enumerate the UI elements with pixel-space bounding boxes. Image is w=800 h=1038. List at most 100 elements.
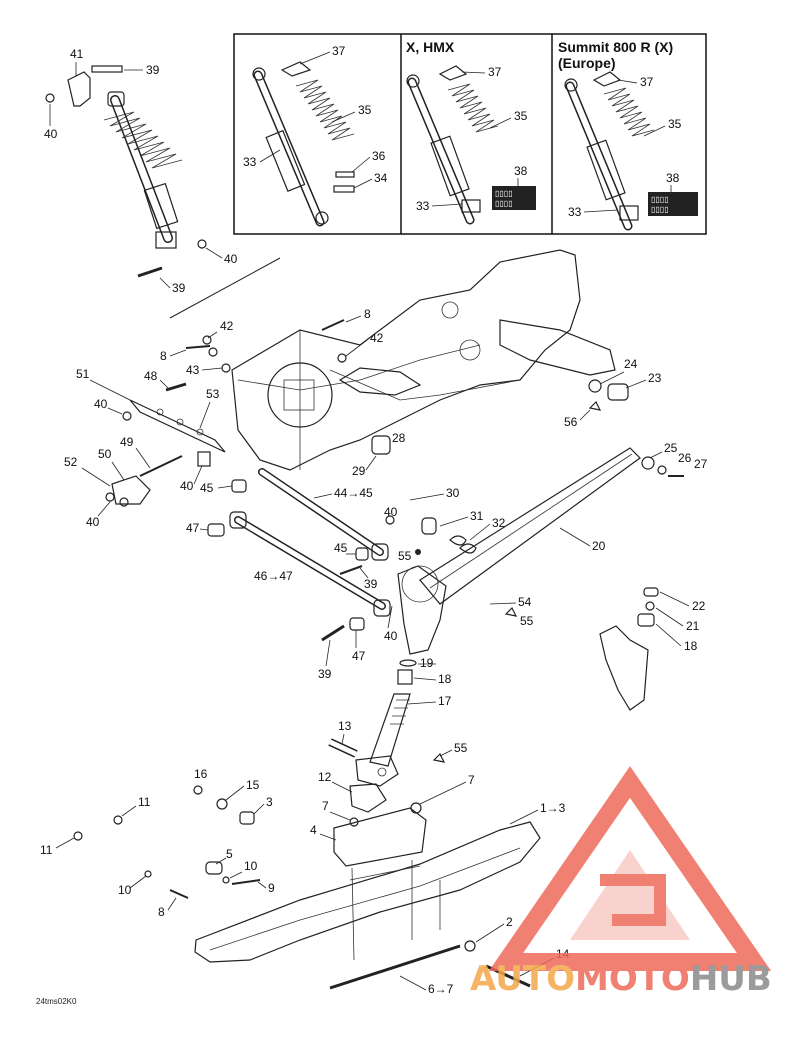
callout-35: 35 bbox=[514, 109, 528, 123]
callout-39: 39 bbox=[318, 667, 332, 681]
callout-33: 33 bbox=[416, 199, 430, 213]
shock-x-hmx: ▯▯▯▯ ▯▯▯▯ bbox=[406, 65, 536, 225]
tie-rod bbox=[371, 435, 477, 554]
callout-21: 21 bbox=[686, 619, 700, 633]
callout-12: 12 bbox=[318, 770, 332, 784]
callout-8: 8 bbox=[160, 349, 167, 363]
callout-31: 31 bbox=[470, 509, 484, 523]
callout-32: 32 bbox=[492, 516, 506, 530]
trailing-arm bbox=[397, 379, 684, 655]
callout-55: 55 bbox=[520, 614, 534, 628]
callout-40: 40 bbox=[44, 127, 58, 141]
callout-49: 49 bbox=[120, 435, 134, 449]
upper-a-arm bbox=[231, 468, 389, 561]
callout-40: 40 bbox=[384, 505, 398, 519]
callout-16: 16 bbox=[194, 767, 208, 781]
callout-39: 39 bbox=[146, 63, 160, 77]
callout-2: 2 bbox=[506, 915, 513, 929]
chassis-frame bbox=[231, 249, 616, 471]
callout-33: 33 bbox=[243, 155, 257, 169]
watermark-moto: MOTO bbox=[575, 959, 690, 999]
callout-27: 27 bbox=[694, 457, 708, 471]
callout-26: 26 bbox=[678, 451, 692, 465]
svg-text:▯▯▯▯: ▯▯▯▯ bbox=[651, 195, 669, 204]
callout-29: 29 bbox=[352, 464, 366, 478]
callout-7: 7 bbox=[322, 799, 329, 813]
shock-variants-inset: X, HMX Summit 800 R (X) (Europe) 37 35 3… bbox=[233, 33, 707, 235]
callout-40: 40 bbox=[224, 252, 238, 266]
callout-44-45: 44→45 bbox=[334, 486, 373, 500]
callout-19: 19 bbox=[420, 656, 434, 670]
callout-7: 7 bbox=[468, 773, 475, 787]
ski-loop bbox=[73, 785, 261, 899]
callout-46-47: 46→47 bbox=[254, 569, 293, 583]
spindle-detail bbox=[599, 587, 659, 711]
callout-38: 38 bbox=[666, 171, 680, 185]
ski-assembly bbox=[194, 783, 541, 990]
callout-39: 39 bbox=[364, 577, 378, 591]
watermark-auto: AUTO bbox=[470, 959, 575, 999]
svg-text:▯▯▯▯: ▯▯▯▯ bbox=[495, 189, 513, 198]
header-summit-europe: (Europe) bbox=[558, 55, 616, 71]
callout-10: 10 bbox=[244, 859, 258, 873]
callout-34: 34 bbox=[374, 171, 388, 185]
callout-22: 22 bbox=[692, 599, 706, 613]
callout-37: 37 bbox=[640, 75, 654, 89]
callout-33: 33 bbox=[568, 205, 582, 219]
callout-56: 56 bbox=[564, 415, 578, 429]
callout-24: 24 bbox=[624, 357, 638, 371]
callout-11: 11 bbox=[40, 843, 53, 857]
callout-20: 20 bbox=[592, 539, 606, 553]
header-x-hmx: X, HMX bbox=[406, 39, 455, 55]
callout-41: 41 bbox=[70, 47, 84, 61]
callout-42: 42 bbox=[220, 319, 234, 333]
mounting-bracket bbox=[105, 382, 226, 507]
spindle bbox=[328, 659, 446, 787]
callout-36: 36 bbox=[372, 149, 386, 163]
callout-9: 9 bbox=[268, 881, 275, 895]
svg-text:▯▯▯▯: ▯▯▯▯ bbox=[495, 199, 513, 208]
callout-40: 40 bbox=[180, 479, 194, 493]
callout-55: 55 bbox=[454, 741, 468, 755]
callout-48: 48 bbox=[144, 369, 158, 383]
callout-52: 52 bbox=[64, 455, 78, 469]
callout-55: 55 bbox=[398, 549, 412, 563]
callout-11: 11 bbox=[138, 795, 151, 809]
callout-40: 40 bbox=[384, 629, 398, 643]
callout-51: 51 bbox=[76, 367, 90, 381]
callout-37: 37 bbox=[488, 65, 502, 79]
lower-a-arm bbox=[207, 511, 391, 642]
callout-35: 35 bbox=[668, 117, 682, 131]
watermark-text: AUTOMOTOHUB bbox=[470, 959, 772, 999]
callout-40: 40 bbox=[94, 397, 108, 411]
callout-18: 18 bbox=[684, 639, 698, 653]
callout-45: 45 bbox=[200, 481, 214, 495]
callout-8: 8 bbox=[364, 307, 371, 321]
callout-25: 25 bbox=[664, 441, 678, 455]
callout-43: 43 bbox=[186, 363, 200, 377]
header-summit: Summit 800 R (X) bbox=[558, 39, 673, 55]
callout-35: 35 bbox=[358, 103, 372, 117]
callout-23: 23 bbox=[648, 371, 662, 385]
callout-40: 40 bbox=[86, 515, 100, 529]
callout-17: 17 bbox=[438, 694, 452, 708]
callout-15: 15 bbox=[246, 778, 260, 792]
callout-53: 53 bbox=[206, 387, 220, 401]
callout-18: 18 bbox=[438, 672, 452, 686]
callout-5: 5 bbox=[226, 847, 233, 861]
callout-30: 30 bbox=[446, 486, 460, 500]
main-shock-absorber bbox=[45, 65, 207, 278]
callout-37: 37 bbox=[332, 44, 346, 58]
callout-13: 13 bbox=[338, 719, 352, 733]
callout-3: 3 bbox=[266, 795, 273, 809]
svg-text:▯▯▯▯: ▯▯▯▯ bbox=[651, 205, 669, 214]
automotohub-watermark: AUTOMOTOHUB bbox=[470, 766, 772, 999]
callout-39: 39 bbox=[172, 281, 186, 295]
callout-6-7: 6→7 bbox=[428, 982, 454, 996]
shock-summit-europe: ▯▯▯▯ ▯▯▯▯ bbox=[564, 71, 698, 231]
shock-standard bbox=[252, 61, 355, 227]
callout-10: 10 bbox=[118, 883, 132, 897]
callout-4: 4 bbox=[310, 823, 317, 837]
callout-38: 38 bbox=[514, 164, 528, 178]
